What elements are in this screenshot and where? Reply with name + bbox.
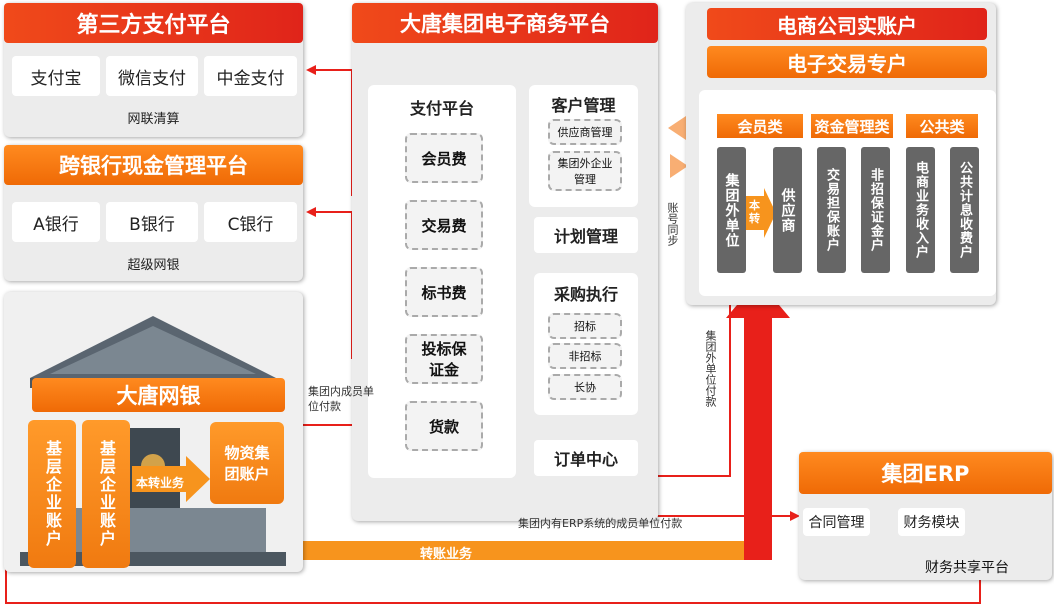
external-enterprise-mgmt-box[interactable]: 集团外企业管理 [548, 151, 622, 191]
bid-bond-box[interactable]: 投标保证金 [405, 334, 483, 384]
real-account-transfer-arrow [746, 188, 776, 238]
customer-mgmt-title: 客户管理 [551, 96, 616, 115]
materials-group-account[interactable]: 物资集团账户 [210, 422, 284, 504]
account-sync-label: 账号同步 [666, 202, 679, 246]
non-tender-box[interactable]: 非招标 [548, 343, 622, 369]
shared-finance-platform[interactable]: 财务共享平台 [925, 560, 1009, 576]
transaction-fee-box[interactable]: 交易费 [405, 200, 483, 250]
erp-title: 集团ERP [799, 452, 1052, 494]
big-red-arrow [726, 280, 790, 560]
public-interest-fee-account[interactable]: 公共计息收费户 [950, 147, 979, 273]
member-category: 会员类 [717, 114, 803, 138]
transfer-business-label: 转账业务 [420, 547, 473, 562]
netbank-title: 大唐网银 [32, 378, 285, 412]
netbank-transfer-label: 本转业务 [136, 476, 185, 490]
grassroots-account-2[interactable]: 基层企业账户 [82, 420, 130, 568]
long-term-agreement-box[interactable]: 长协 [548, 374, 622, 400]
transaction-account-title: 电子交易专户 [707, 46, 987, 78]
third-party-caption: 网联清算 [127, 112, 180, 127]
outside-payment-label: 集团外单位付款 [704, 330, 717, 407]
ecommerce-title: 大唐集团电子商务平台 [352, 3, 658, 43]
supplier-mgmt-box[interactable]: 供应商管理 [548, 119, 622, 145]
alipay-box[interactable]: 支付宝 [12, 56, 100, 96]
finance-module-box[interactable]: 财务模块 [898, 508, 965, 536]
non-tender-deposit-account[interactable]: 非招保证金户 [861, 147, 890, 273]
order-center-box[interactable]: 订单中心 [534, 440, 638, 476]
cross-bank-title: 跨银行现金管理平台 [4, 145, 303, 185]
goods-payment-box[interactable]: 货款 [405, 401, 483, 451]
member-fee-box[interactable]: 会员费 [405, 133, 483, 183]
bank-b-box[interactable]: B银行 [106, 202, 198, 242]
grassroots-account-1[interactable]: 基层企业账户 [28, 420, 76, 568]
payment-platform-title: 支付平台 [409, 99, 474, 118]
procurement-title: 采购执行 [553, 285, 618, 304]
inside-payment-label: 集团内成员单位付款 [308, 385, 374, 413]
real-account-title: 电商公司实账户 [707, 8, 987, 40]
ecommerce-income-account[interactable]: 电商业务收入户 [906, 147, 935, 273]
plan-mgmt-box[interactable]: 计划管理 [534, 217, 638, 253]
tender-box[interactable]: 招标 [548, 313, 622, 339]
public-category: 公共类 [906, 114, 978, 138]
tender-doc-fee-box[interactable]: 标书费 [405, 267, 483, 317]
external-unit-account[interactable]: 集团外单位 [717, 147, 746, 273]
supplier-account[interactable]: 供应商 [773, 147, 802, 273]
zhongjin-pay-box[interactable]: 中金支付 [204, 56, 297, 96]
bank-c-box[interactable]: C银行 [204, 202, 297, 242]
bank-a-box[interactable]: A银行 [12, 202, 100, 242]
fund-mgmt-category: 资金管理类 [811, 114, 893, 138]
contract-mgmt-box[interactable]: 合同管理 [803, 508, 870, 536]
netbank-transfer-arrow [132, 456, 210, 502]
erp-payment-label: 集团内有ERP系统的成员单位付款 [518, 517, 683, 530]
wechat-pay-box[interactable]: 微信支付 [106, 56, 198, 96]
guarantee-account[interactable]: 交易担保账户 [817, 147, 846, 273]
third-party-title: 第三方支付平台 [4, 3, 303, 43]
cross-bank-caption: 超级网银 [127, 258, 180, 273]
real-account-transfer-label: 本转 [749, 199, 760, 225]
